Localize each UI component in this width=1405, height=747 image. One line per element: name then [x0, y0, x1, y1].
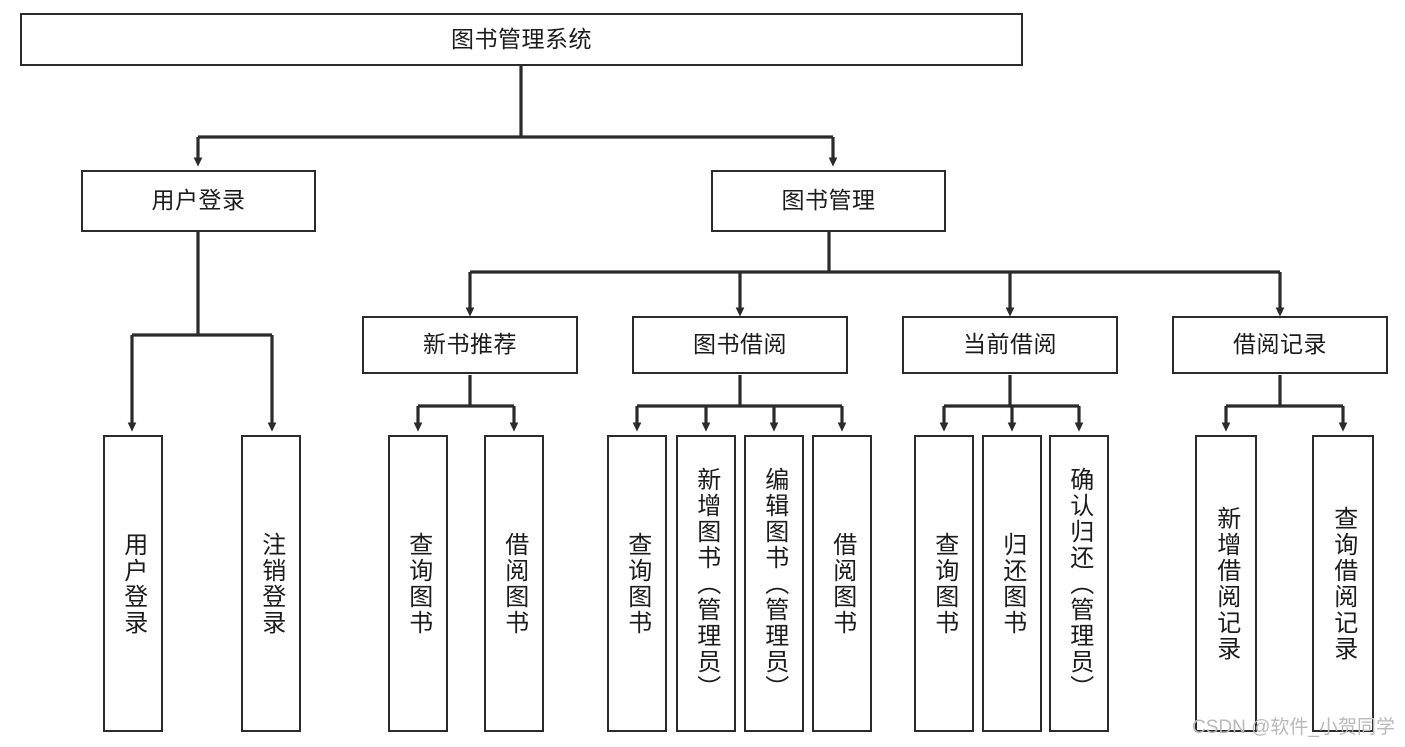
node-label: 确认归还（管理员）	[1065, 466, 1093, 701]
leaf-borrow-add-book-admin[interactable]: 新增图书（管理员）	[676, 435, 736, 732]
watermark-text: CSDN @软件_小贺同学	[1192, 717, 1395, 738]
node-book-management[interactable]: 图书管理	[711, 170, 946, 232]
node-book-borrow[interactable]: 图书借阅	[632, 316, 848, 374]
node-label: 新书推荐	[423, 331, 517, 358]
leaf-current-query-book[interactable]: 查询图书	[914, 435, 974, 732]
node-label: 查询图书	[623, 531, 651, 636]
leaf-recommend-query-book[interactable]: 查询图书	[388, 435, 448, 732]
node-label: 借阅记录	[1233, 331, 1327, 358]
node-label: 图书管理系统	[451, 25, 592, 52]
node-label: 用户登录	[119, 531, 147, 636]
node-label: 新增借阅记录	[1212, 505, 1240, 662]
node-label: 查询图书	[930, 531, 958, 636]
node-label: 查询图书	[404, 531, 432, 636]
node-label: 借阅图书	[500, 531, 528, 636]
node-label: 新增图书（管理员）	[692, 466, 720, 701]
leaf-records-add-record[interactable]: 新增借阅记录	[1195, 435, 1257, 732]
node-label: 当前借阅	[963, 331, 1057, 358]
node-label: 注销登录	[257, 531, 285, 636]
leaf-borrow-query-book[interactable]: 查询图书	[607, 435, 667, 732]
node-user-login[interactable]: 用户登录	[81, 170, 316, 232]
node-new-book-recommend[interactable]: 新书推荐	[362, 316, 578, 374]
leaf-current-return-book[interactable]: 归还图书	[982, 435, 1042, 732]
node-label: 图书管理	[781, 187, 876, 214]
node-current-borrow[interactable]: 当前借阅	[902, 316, 1118, 374]
node-root-system[interactable]: 图书管理系统	[20, 13, 1023, 66]
leaf-user-login-signout[interactable]: 注销登录	[241, 435, 301, 732]
node-label: 归还图书	[998, 531, 1026, 636]
leaf-recommend-borrow-book[interactable]: 借阅图书	[484, 435, 544, 732]
node-label: 图书借阅	[693, 331, 787, 358]
leaf-user-login-signin[interactable]: 用户登录	[103, 435, 163, 732]
node-label: 编辑图书（管理员）	[760, 466, 788, 701]
node-label: 借阅图书	[828, 531, 856, 636]
leaf-records-query-record[interactable]: 查询借阅记录	[1312, 435, 1374, 732]
leaf-borrow-borrow-book[interactable]: 借阅图书	[812, 435, 872, 732]
node-label: 查询借阅记录	[1329, 505, 1357, 662]
leaf-current-confirm-return-admin[interactable]: 确认归还（管理员）	[1049, 435, 1109, 732]
leaf-borrow-edit-book-admin[interactable]: 编辑图书（管理员）	[744, 435, 804, 732]
node-label: 用户登录	[151, 187, 246, 214]
node-borrow-records[interactable]: 借阅记录	[1172, 316, 1388, 374]
